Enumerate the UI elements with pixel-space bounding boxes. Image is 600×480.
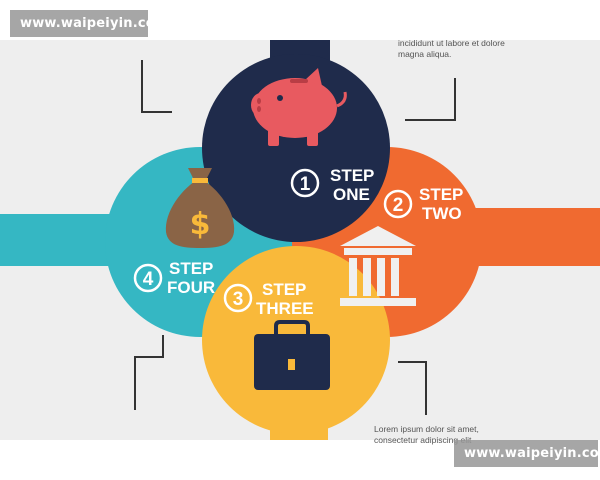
svg-text:$: $ — [190, 207, 211, 242]
corner-bracket — [134, 335, 164, 410]
bank-building-icon — [340, 226, 416, 306]
corner-bracket — [141, 60, 172, 113]
step-number: 2 — [393, 195, 404, 216]
step-word: STEP — [330, 166, 374, 185]
step-ordinal: FOUR — [167, 278, 215, 297]
caption-line: magna aliqua. — [398, 49, 452, 59]
step-number: 4 — [143, 269, 154, 290]
corner-bracket — [398, 361, 427, 415]
money-bag-icon: $ — [165, 168, 235, 248]
step-ordinal: TWO — [422, 204, 462, 223]
briefcase-icon — [254, 320, 330, 390]
corner-bracket — [405, 78, 456, 121]
step-word: STEP — [419, 185, 463, 204]
step-word: STEP — [262, 280, 306, 299]
step-number: 3 — [233, 289, 244, 310]
caption-top: incididunt ut labore et dolore magna ali… — [398, 38, 548, 60]
step-word: STEP — [169, 259, 213, 278]
step-ordinal: ONE — [333, 185, 370, 204]
caption-line: consectetur adipiscing elit — [374, 435, 472, 445]
caption-line: Lorem ipsum dolor sit amet, — [374, 424, 479, 434]
step-one-label: 1 STEP ONE — [290, 166, 374, 204]
watermark-top: www.waipeiyin.com — [10, 10, 168, 37]
connector-bar-right — [460, 208, 600, 266]
caption-bottom: Lorem ipsum dolor sit amet, consectetur … — [374, 424, 524, 446]
step-ordinal: THREE — [256, 299, 314, 318]
caption-line: incididunt ut labore et dolore — [398, 38, 505, 48]
piggy-bank-icon — [251, 68, 347, 146]
step-three-label: 3 STEP THREE — [223, 280, 314, 318]
step-number: 1 — [300, 174, 311, 195]
step-two-label: 2 STEP TWO — [383, 185, 463, 223]
connector-bar-left — [0, 214, 120, 266]
step-four-label: 4 STEP FOUR — [133, 259, 215, 297]
watermark-bottom: www.waipeiyin.com — [454, 440, 600, 467]
